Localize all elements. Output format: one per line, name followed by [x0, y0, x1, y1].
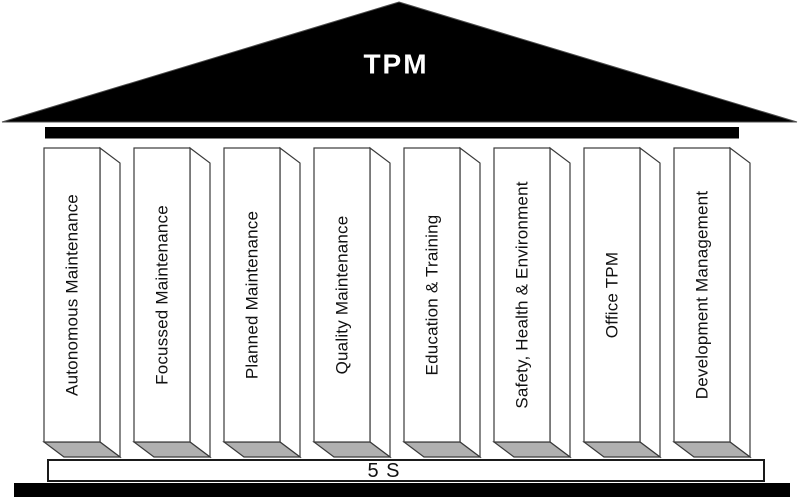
architrave-beam [45, 127, 739, 139]
roof-triangle [1, 1, 798, 123]
pillar-safety-health-environment: Safety, Health & Environment [492, 146, 572, 459]
pillar-front-face [313, 147, 371, 443]
pillar-front-face [493, 147, 551, 443]
pillar-side-face [279, 146, 301, 459]
pillar-side-face [639, 146, 661, 459]
pillar-label: Office TPM [603, 252, 622, 338]
pillar-side-face [729, 146, 751, 459]
pillar-side-face [369, 146, 391, 459]
pillar-front-face [223, 147, 281, 443]
pillar-label: Focussed Maintenance [153, 205, 172, 385]
pillar-label: Planned Maintenance [243, 211, 262, 379]
pillar-office-tpm: Office TPM [582, 146, 662, 459]
roof-title: TPM [363, 49, 428, 80]
pillar-front-face [403, 147, 461, 443]
pillar-planned-maintenance: Planned Maintenance [222, 146, 302, 459]
pillar-front-face [673, 147, 731, 443]
pillar-development-management: Development Management [672, 146, 752, 459]
pillar-front-face [583, 147, 641, 443]
pillar-autonomous-maintenance: Autonomous Maintenance [42, 146, 122, 459]
pillar-label: Autonomous Maintenance [63, 194, 82, 396]
pillar-education-training: Education & Training [402, 146, 482, 459]
pillar-label: Quality Maintenance [333, 216, 352, 375]
pillar-side-face [549, 146, 571, 459]
pillar-focussed-maintenance: Focussed Maintenance [132, 146, 212, 459]
pillar-quality-maintenance: Quality Maintenance [312, 146, 392, 459]
pillar-side-face [99, 146, 121, 459]
pillar-label: Education & Training [423, 215, 442, 376]
pillar-label: Safety, Health & Environment [513, 181, 532, 408]
foundation-label: 5 S [367, 460, 400, 482]
pillar-side-face [459, 146, 481, 459]
pillar-front-face [43, 147, 101, 443]
ground-bar [14, 483, 790, 497]
pillar-label: Development Management [693, 191, 712, 400]
pillar-side-face [189, 146, 211, 459]
pillar-front-face [133, 147, 191, 443]
foundation-bar [47, 459, 765, 482]
